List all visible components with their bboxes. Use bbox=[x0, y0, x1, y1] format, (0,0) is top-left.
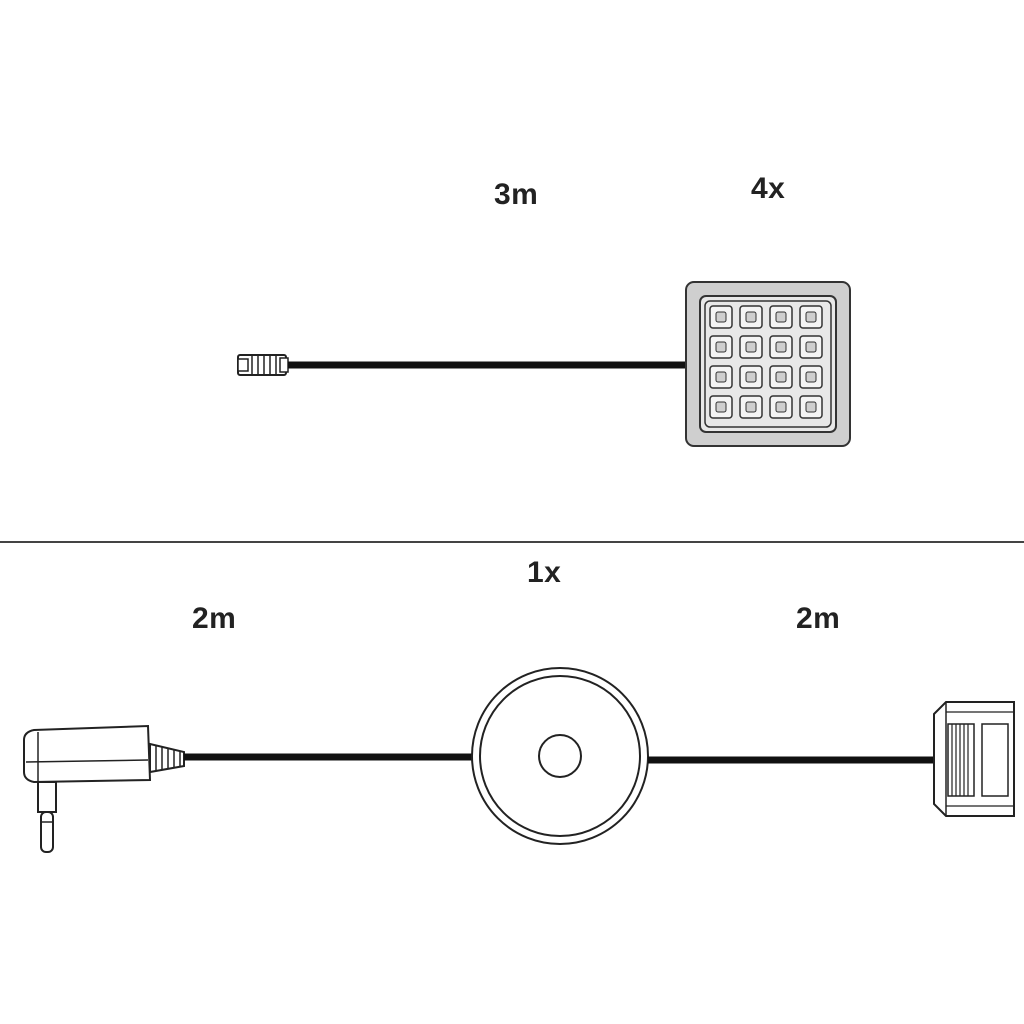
led-diode bbox=[745, 371, 757, 383]
distributor-box-icon bbox=[933, 701, 1015, 817]
top-cable-assembly bbox=[237, 281, 851, 447]
led-diode bbox=[745, 341, 757, 353]
led-diode bbox=[745, 401, 757, 413]
led-diode bbox=[775, 371, 787, 383]
led-diode bbox=[715, 311, 727, 323]
led-diode bbox=[775, 401, 787, 413]
switch-quantity-label: 1x bbox=[527, 556, 562, 589]
power-adapter-icon bbox=[23, 724, 185, 853]
led-diode bbox=[775, 311, 787, 323]
led-diode bbox=[775, 341, 787, 353]
led-diode bbox=[805, 401, 817, 413]
top-cable-length-label: 3m bbox=[494, 178, 539, 211]
led-diode bbox=[715, 401, 727, 413]
right-cable-length-label: 2m bbox=[796, 602, 841, 635]
round-switch-icon bbox=[471, 667, 649, 845]
led-panel-icon bbox=[685, 281, 851, 447]
led-diode bbox=[805, 311, 817, 323]
bottom-cable-assembly bbox=[23, 667, 1015, 853]
left-cable-length-label: 2m bbox=[192, 602, 237, 635]
led-diode bbox=[745, 311, 757, 323]
led-diode bbox=[805, 371, 817, 383]
led-diode bbox=[715, 341, 727, 353]
connector-plug-icon bbox=[237, 354, 289, 376]
led-diode bbox=[805, 341, 817, 353]
led-diode bbox=[715, 371, 727, 383]
led-panel-quantity-label: 4x bbox=[751, 172, 786, 205]
